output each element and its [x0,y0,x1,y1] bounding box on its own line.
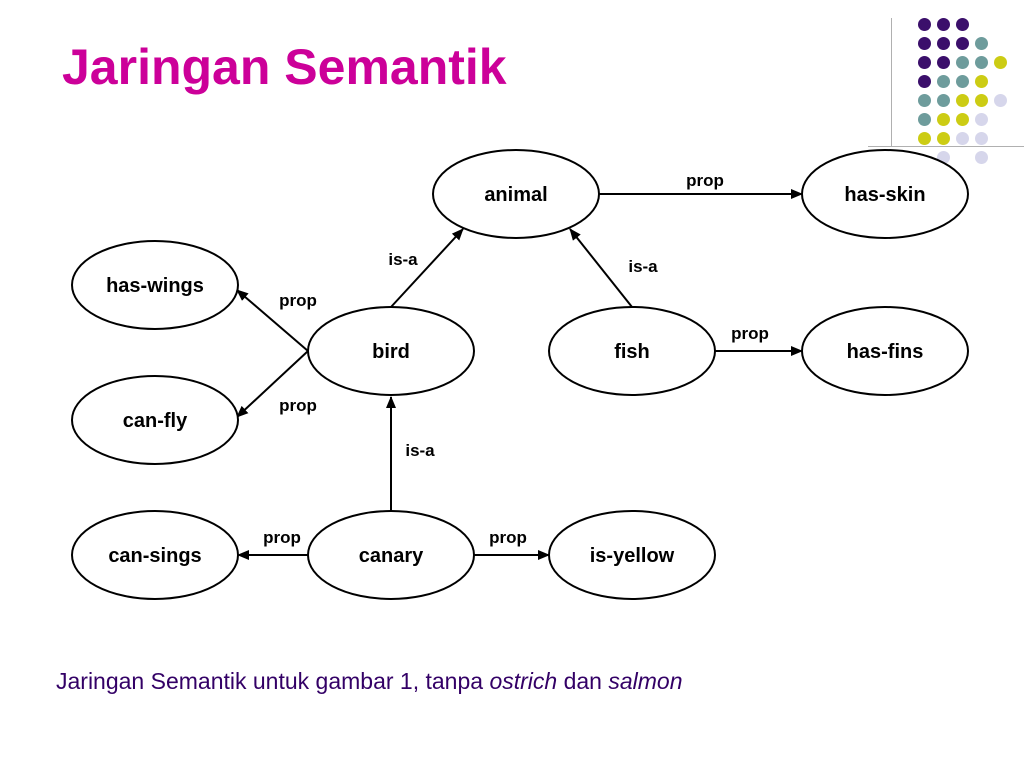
node-label-bird: bird [372,341,410,363]
decorative-dot [918,18,931,31]
node-ellipse-bird [307,306,475,396]
decorative-dot [956,18,969,31]
edge-label-bird-to-can-fly: prop [279,396,317,415]
node-ellipse-canary [307,510,475,600]
node-label-fish: fish [614,341,650,363]
decorative-dot [994,94,1007,107]
decorative-dot [956,132,969,145]
node-ellipse-can-fly [71,375,239,465]
decorative-dot [975,37,988,50]
decorative-dot [918,37,931,50]
edge-label-canary-to-is-yellow: prop [489,528,527,547]
node-label-has-wings: has-wings [106,275,204,297]
decorative-dot [937,37,950,50]
decorative-dot [994,56,1007,69]
decorative-dot [975,151,988,164]
node-can-sings: can-sings [71,510,239,600]
node-can-fly: can-fly [71,375,239,465]
decorative-dot [975,56,988,69]
decorative-dot [975,132,988,145]
node-ellipse-fish [548,306,716,396]
decorative-dot [937,75,950,88]
edge-arrow-bird-to-animal [390,228,464,308]
node-ellipse-is-yellow [548,510,716,600]
decorative-dot [956,75,969,88]
edge-label-canary-to-bird: is-a [405,441,435,460]
node-is-yellow: is-yellow [548,510,716,600]
node-ellipse-has-fins [801,306,969,396]
node-label-has-fins: has-fins [847,341,924,363]
node-ellipse-has-skin [801,149,969,239]
decorative-dot [956,113,969,126]
edge-arrow-fish-to-animal [569,228,633,308]
caption-text: Jaringan Semantik untuk gambar 1, tanpa [56,668,484,694]
edge-label-bird-to-animal: is-a [388,250,418,269]
node-label-can-fly: can-fly [123,410,188,432]
edge-arrow-bird-to-can-fly [236,350,309,418]
decorative-dot [937,56,950,69]
edge-label-fish-to-animal: is-a [628,257,658,276]
edge-label-animal-to-has-skin: prop [686,171,724,190]
node-has-skin: has-skin [801,149,969,239]
node-has-wings: has-wings [71,240,239,330]
edge-label-fish-to-has-fins: prop [731,324,769,343]
decorative-dot [975,75,988,88]
decorative-dot [918,56,931,69]
node-label-can-sings: can-sings [108,545,201,567]
slide-caption: Jaringan Semantik untuk gambar 1, tanpa … [56,668,683,695]
caption-term-salmon: salmon [608,668,683,694]
node-fish: fish [548,306,716,396]
caption-term-ostrich: ostrich [489,668,558,694]
node-ellipse-has-wings [71,240,239,330]
decorative-dot [937,113,950,126]
decorative-dot [956,37,969,50]
node-label-is-yellow: is-yellow [590,545,675,567]
decorative-dot [975,113,988,126]
decorative-dot [956,56,969,69]
horizontal-divider-line [868,146,1024,147]
decorative-dot [937,18,950,31]
node-label-has-skin: has-skin [844,184,925,206]
node-canary: canary [307,510,475,600]
node-ellipse-can-sings [71,510,239,600]
decorative-dot [918,132,931,145]
edge-label-canary-to-can-sings: prop [263,528,301,547]
node-bird: bird [307,306,475,396]
edge-label-bird-to-has-wings: prop [279,291,317,310]
caption-conjunction: dan [563,668,602,694]
slide-title: Jaringan Semantik [62,39,507,95]
decorative-dot-grid [0,0,1024,170]
edge-arrow-bird-to-has-wings [236,289,309,352]
vertical-divider-line [891,18,892,146]
node-animal: animal [432,149,600,239]
decorative-dot [918,94,931,107]
node-label-canary: canary [359,545,424,567]
decorative-dot [937,132,950,145]
node-label-animal: animal [484,184,547,206]
decorative-dot [956,94,969,107]
decorative-dot [975,94,988,107]
decorative-dot [918,113,931,126]
decorative-dot [918,75,931,88]
decorative-dot [937,94,950,107]
node-ellipse-animal [432,149,600,239]
node-has-fins: has-fins [801,306,969,396]
